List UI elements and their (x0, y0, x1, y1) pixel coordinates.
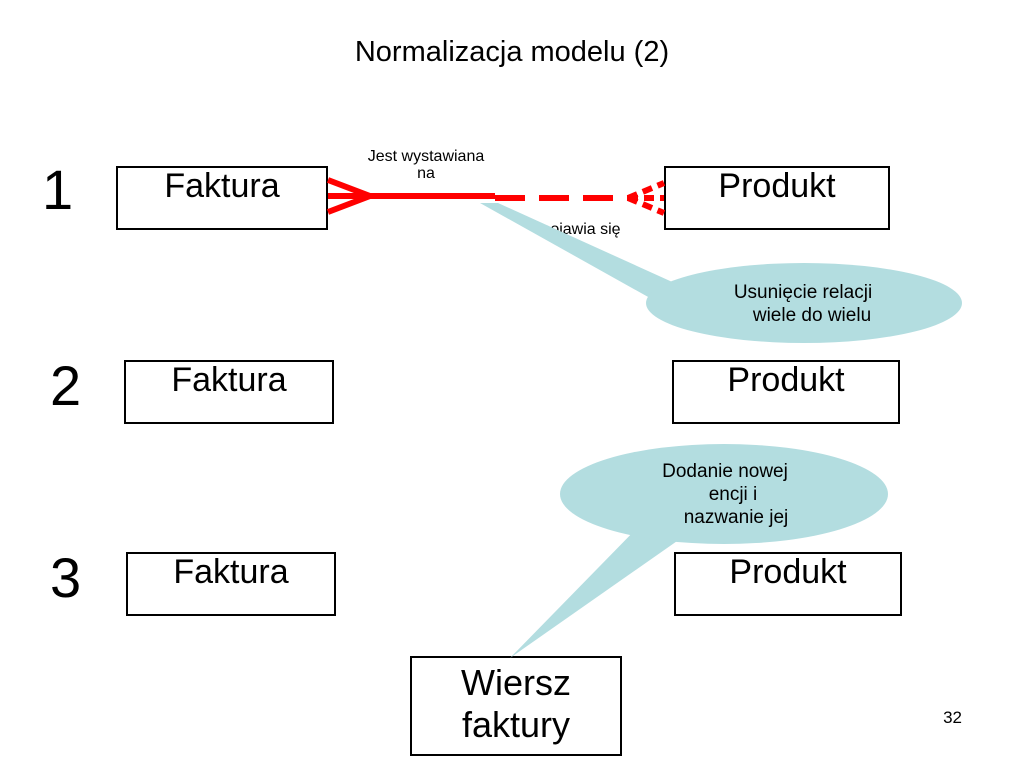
entity-produkt-1: Produkt (664, 166, 890, 230)
callout-add-tail (510, 525, 700, 658)
entity-faktura-3: Faktura (126, 552, 336, 616)
step-number-3: 3 (50, 546, 82, 609)
callout-add-line3: nazwanie jej (683, 507, 789, 528)
entity-faktura-1: Faktura (116, 166, 328, 230)
entity-produkt-3: Produkt (674, 552, 902, 616)
relation-label-top: Jest wystawiana na (340, 148, 512, 182)
callout-bubble-add (510, 444, 888, 658)
many-to-many-relation-line (326, 177, 666, 216)
callout-add-line2: encji i (708, 484, 758, 505)
entity-wiersz-line2: faktury (461, 704, 571, 745)
relation-label-top-line1: Jest wystawiana (367, 148, 485, 165)
step-number-2: 2 (50, 354, 82, 417)
entity-faktura-2: Faktura (124, 360, 334, 424)
entity-wiersz-faktury: Wiersz faktury (410, 656, 622, 756)
crows-foot-produkt-top (626, 180, 666, 201)
callout-remove-line2: wiele do wielu (752, 305, 872, 326)
entity-produkt-2: Produkt (672, 360, 900, 424)
slide-title: Normalizacja modelu (2) (354, 36, 670, 68)
callout-add-text: Dodanie nowej encji i nazwanie jej (620, 460, 830, 529)
callout-remove-tail (480, 203, 690, 312)
page-number: 32 (943, 708, 962, 727)
callout-remove-text: Usunięcie relacji wiele do wielu (688, 281, 918, 327)
callout-add-line1: Dodanie nowej (662, 461, 788, 482)
callout-add-ellipse (560, 444, 888, 544)
step-number-1: 1 (42, 158, 74, 221)
crows-foot-produkt-bottom (626, 195, 666, 216)
relation-label-top-line2: na (417, 165, 435, 182)
callout-bubble-remove (480, 203, 962, 343)
callout-remove-ellipse (646, 263, 962, 343)
callout-remove-line1: Usunięcie relacji (733, 282, 873, 303)
entity-wiersz-line1: Wiersz (461, 662, 571, 703)
